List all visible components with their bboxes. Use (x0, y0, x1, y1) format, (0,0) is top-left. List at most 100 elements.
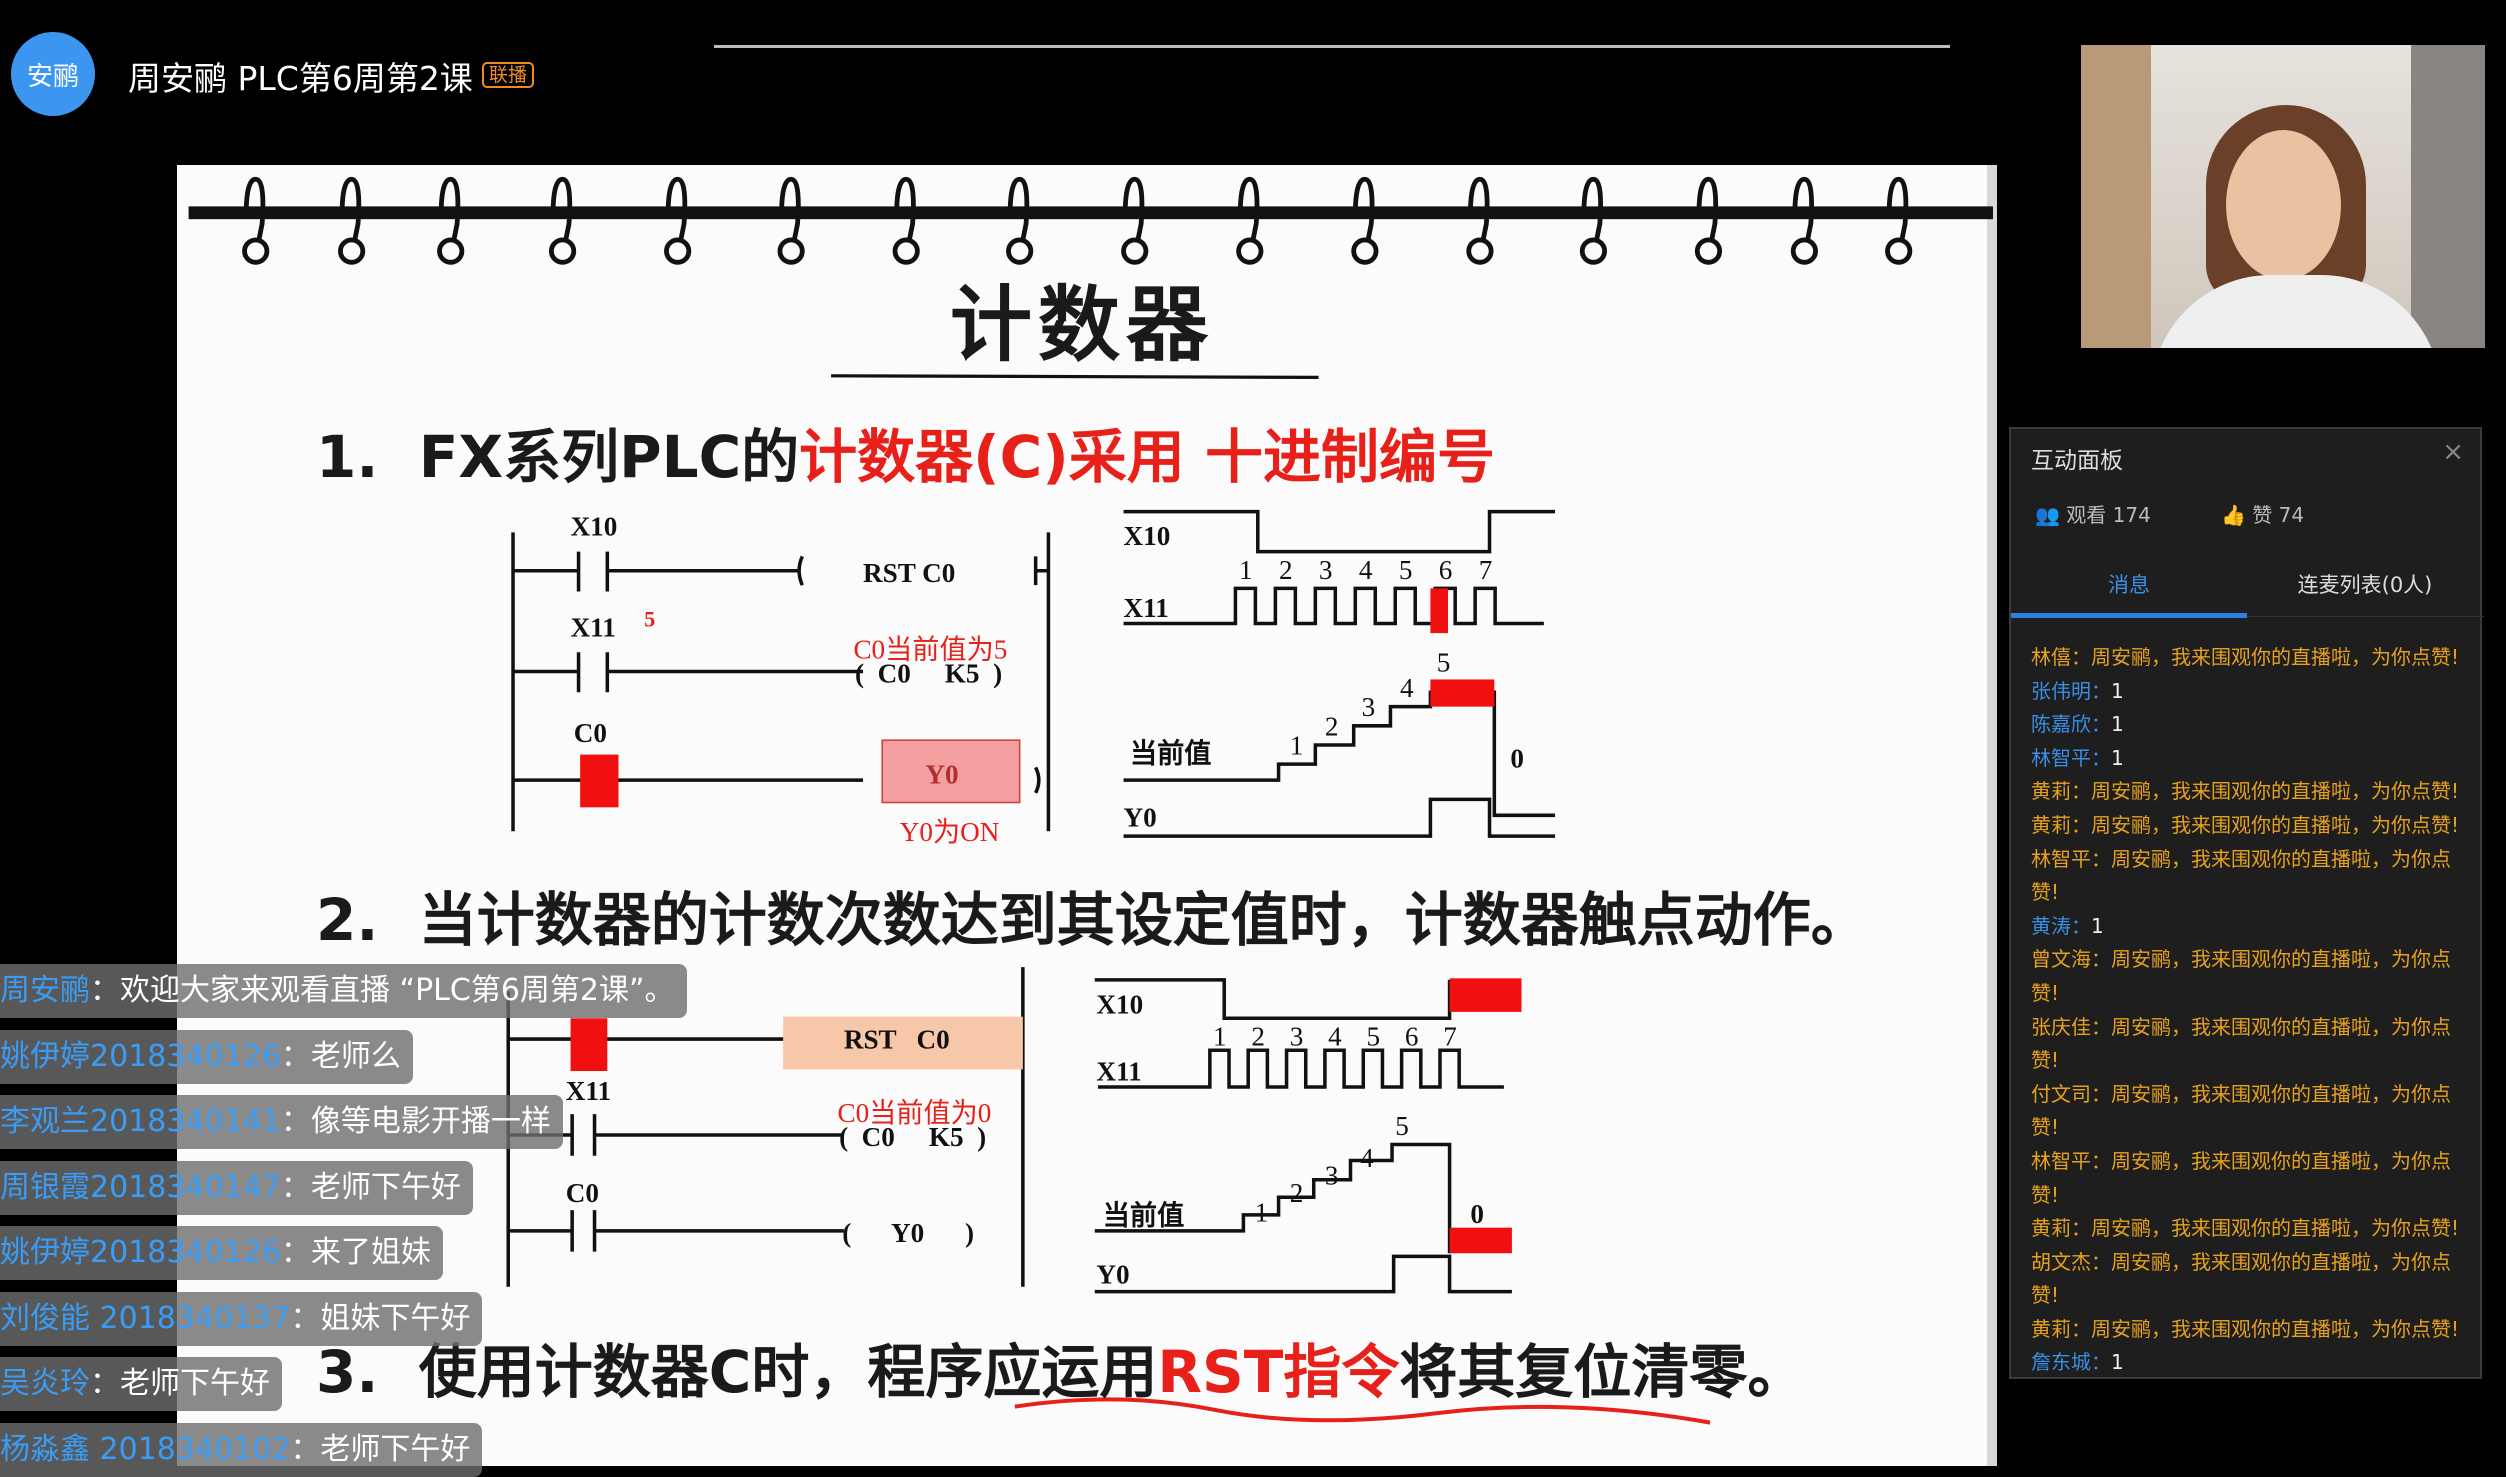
message-author[interactable]: 林智平： (2031, 1148, 2111, 1173)
background-wall (2411, 45, 2485, 348)
close-icon[interactable]: × (2442, 437, 2464, 467)
message-text: 1 (2111, 1350, 2124, 1375)
message-author[interactable]: 张庆佳： (2031, 1014, 2111, 1039)
presenter-face (2226, 130, 2341, 280)
presentation-slide (177, 165, 1997, 1466)
chat-bubble: 周银霞2018340147：老师下午好 (0, 1160, 473, 1215)
count-note: 5 (644, 607, 655, 632)
binding-hole (1351, 237, 1379, 265)
timing-x11: X11 (1124, 593, 1169, 623)
binding-ring (1007, 176, 1030, 241)
ladder-diagram-2 (506, 967, 1025, 1287)
pulse-number: 2 (1251, 1021, 1265, 1051)
binding-ring (1696, 176, 1719, 241)
message-item: 林智平：周安鹂，我来围观你的直播啦，为你点赞! (2031, 1145, 2476, 1212)
message-author[interactable]: 林僖： (2031, 645, 2091, 669)
pulse-number: 5 (1366, 1021, 1380, 1051)
like-count-label: 赞 74 (2252, 503, 2305, 527)
binding-hole (548, 237, 577, 265)
zero-label: 0 (1470, 1199, 1484, 1229)
y0-output: Y0 (925, 759, 958, 789)
message-author[interactable]: 张伟明： (2031, 678, 2111, 703)
message-item: 张庆佳：周安鹂，我来围观你的直播啦，为你点赞! (2031, 1011, 2476, 1078)
point-3-text-end: 将其复位清零。 (1399, 1338, 1806, 1406)
message-item: 曾文海：周安鹂，我来围观你的直播啦，为你点赞! (2031, 943, 2476, 1010)
window-frame (2081, 45, 2151, 348)
binding-hole (1121, 237, 1149, 265)
message-author[interactable]: 黄莉： (2031, 1216, 2091, 1241)
message-author[interactable]: 黄莉： (2031, 812, 2091, 837)
pulse-number: 7 (1479, 555, 1493, 585)
chat-bubble: 姚伊婷2018340126：来了姐妹 (0, 1226, 443, 1280)
label-c0: C0 (574, 718, 607, 748)
current-value-note: C0当前值为0 (837, 1098, 991, 1128)
users-icon: 👥 (2035, 503, 2060, 527)
chat-username[interactable]: 姚伊婷2018340126 (0, 1038, 281, 1074)
chat-bubble: 杨淼鑫 2018340102：老师下午好 (0, 1422, 483, 1477)
message-author[interactable]: 陈嘉欣： (2031, 712, 2111, 737)
chat-username[interactable]: 李观兰2018340141 (0, 1104, 281, 1139)
streamer-avatar[interactable]: 安鹂 (11, 32, 95, 116)
y0-on-note: Y0为ON (900, 817, 1000, 847)
chat-username[interactable]: 刘俊能 2018340137 (0, 1300, 291, 1336)
tab-messages[interactable]: 消息 (2108, 573, 2150, 597)
chat-username[interactable]: 杨淼鑫 2018340102 (0, 1431, 291, 1467)
binding-ring (894, 176, 916, 241)
message-text: 周安鹂，我来围观你的直播啦，为你点赞! (2091, 1316, 2460, 1341)
chat-text: ：来了姐妹 (280, 1235, 431, 1270)
point-3-text: 3. 使用计数器C时，程序应运用 (316, 1338, 1158, 1406)
message-item: 黄莉：周安鹂，我来围观你的直播啦，为你点赞! (2031, 1212, 2476, 1246)
label-x10: X10 (571, 512, 618, 542)
binding-hole (437, 237, 465, 265)
message-text: 周安鹂，我来围观你的直播啦，为你点赞! (2031, 1014, 2451, 1073)
message-author[interactable]: 黄莉： (2031, 779, 2091, 804)
message-author[interactable]: 曾文海： (2031, 947, 2111, 972)
step-value: 3 (1325, 1160, 1339, 1190)
message-item: 林智平：1 (2031, 742, 2476, 776)
message-author[interactable]: 黄涛： (2031, 913, 2091, 938)
message-author[interactable]: 林智平： (2031, 846, 2111, 871)
point-1-highlight: 计数器(C)采用 (799, 423, 1185, 491)
viewer-count: 👥 观看 174 (2035, 499, 2151, 528)
title-underline (831, 374, 1319, 379)
message-item: 黄莉：周安鹂，我来围观你的直播啦，为你点赞! (2031, 1313, 2476, 1347)
tab-mic-list[interactable]: 连麦列表(0人) (2297, 573, 2433, 597)
message-author[interactable]: 黄莉： (2031, 1316, 2091, 1341)
chat-username[interactable]: 周安鹂 (0, 973, 90, 1008)
binding-hole (1466, 237, 1494, 265)
chat-username[interactable]: 姚伊婷2018340126 (0, 1235, 281, 1270)
presenter-webcam[interactable] (2081, 45, 2485, 348)
message-author[interactable]: 胡文杰： (2031, 1249, 2111, 1274)
message-author[interactable]: 詹东城： (2031, 1350, 2111, 1375)
live-badge: 联播 (482, 62, 535, 88)
message-item: 黄莉：周安鹂，我来围观你的直播啦，为你点赞! (2031, 775, 2476, 809)
point-1: 1. FX系列PLC的计数器(C)采用 十进制编号 (316, 410, 1495, 494)
binding-hole (664, 237, 692, 265)
chat-username[interactable]: 吴炎玲 (0, 1366, 90, 1401)
message-text: 1 (2091, 913, 2104, 938)
step-value: 2 (1325, 711, 1339, 741)
message-author[interactable]: 付文司： (2031, 1081, 2111, 1106)
pulse-number: 5 (1399, 555, 1413, 585)
counter-coil: ( C0 K5 ) (839, 1122, 986, 1152)
tab-divider (2011, 616, 2484, 617)
binding-ring (1886, 176, 1909, 241)
spiral-binding (188, 176, 1993, 265)
chat-username[interactable]: 周银霞2018340147 (0, 1169, 281, 1205)
message-text: 1 (2111, 712, 2124, 737)
slide-title: 计数器 (950, 278, 1215, 373)
point-3: 3. 使用计数器C时，程序应运用RST指令将其复位清零。 (316, 1325, 1805, 1409)
x11-pulse-train (1123, 586, 1544, 626)
message-item: 胡文杰：周安鹂，我来围观你的直播啦，为你点赞! (2031, 1246, 2476, 1313)
like-count[interactable]: 👍 赞 74 (2221, 499, 2304, 528)
timing-y0: Y0 (1124, 802, 1157, 832)
step-value: 1 (1290, 731, 1304, 761)
pulse-number: 6 (1439, 555, 1453, 585)
binding-hole (242, 237, 270, 265)
timing-x10: X10 (1096, 989, 1143, 1019)
binding-ring (1467, 176, 1490, 241)
message-author[interactable]: 林智平： (2031, 745, 2111, 770)
message-item: 张伟明：1 (2031, 675, 2476, 709)
